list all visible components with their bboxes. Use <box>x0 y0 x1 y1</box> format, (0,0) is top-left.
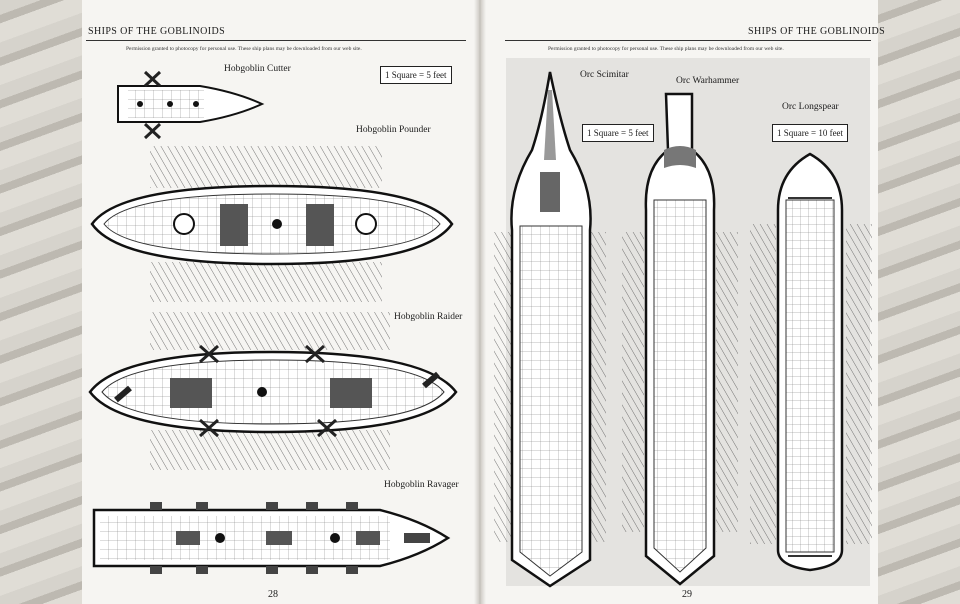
hobgoblin-cutter-plan <box>117 70 265 140</box>
scale-box-scimitar-warhammer: 1 Square = 5 feet <box>582 124 654 142</box>
orc-warhammer-plan <box>622 92 738 586</box>
orc-longspear-plan <box>750 152 872 572</box>
ship-label-hobgoblin-raider: Hobgoblin Raider <box>394 312 463 322</box>
hobgoblin-ravager-plan <box>92 502 451 574</box>
orc-scimitar-plan <box>494 71 606 588</box>
left-permission-note: Permission granted to photocopy for pers… <box>126 46 362 52</box>
right-border-illustration <box>878 0 960 604</box>
scale-box-longspear: 1 Square = 10 feet <box>772 124 849 142</box>
hobgoblin-pounder-plan <box>90 146 454 302</box>
left-running-head: SHIPS OF THE GOBLINOIDS <box>88 26 226 37</box>
ship-label-hobgoblin-cutter: Hobgoblin Cutter <box>224 64 291 74</box>
left-border-illustration <box>0 0 82 604</box>
right-page-number: 29 <box>682 589 692 600</box>
ship-label-hobgoblin-ravager: Hobgoblin Ravager <box>384 480 459 490</box>
right-running-head: SHIPS OF THE GOBLINOIDS <box>748 26 886 37</box>
ship-label-orc-warhammer: Orc Warhammer <box>676 76 740 86</box>
left-page-number: 28 <box>268 589 278 600</box>
ship-label-hobgoblin-pounder: Hobgoblin Pounder <box>356 125 431 135</box>
book-gutter <box>474 0 486 604</box>
ship-label-orc-scimitar: Orc Scimitar <box>580 70 629 80</box>
ship-label-orc-longspear: Orc Longspear <box>782 102 839 112</box>
left-header-rule <box>86 40 466 41</box>
right-permission-note: Permission granted to photocopy for pers… <box>548 46 784 52</box>
hobgoblin-raider-plan <box>88 312 458 470</box>
right-header-rule <box>505 40 871 41</box>
scale-box-left-page: 1 Square = 5 feet <box>380 66 452 84</box>
